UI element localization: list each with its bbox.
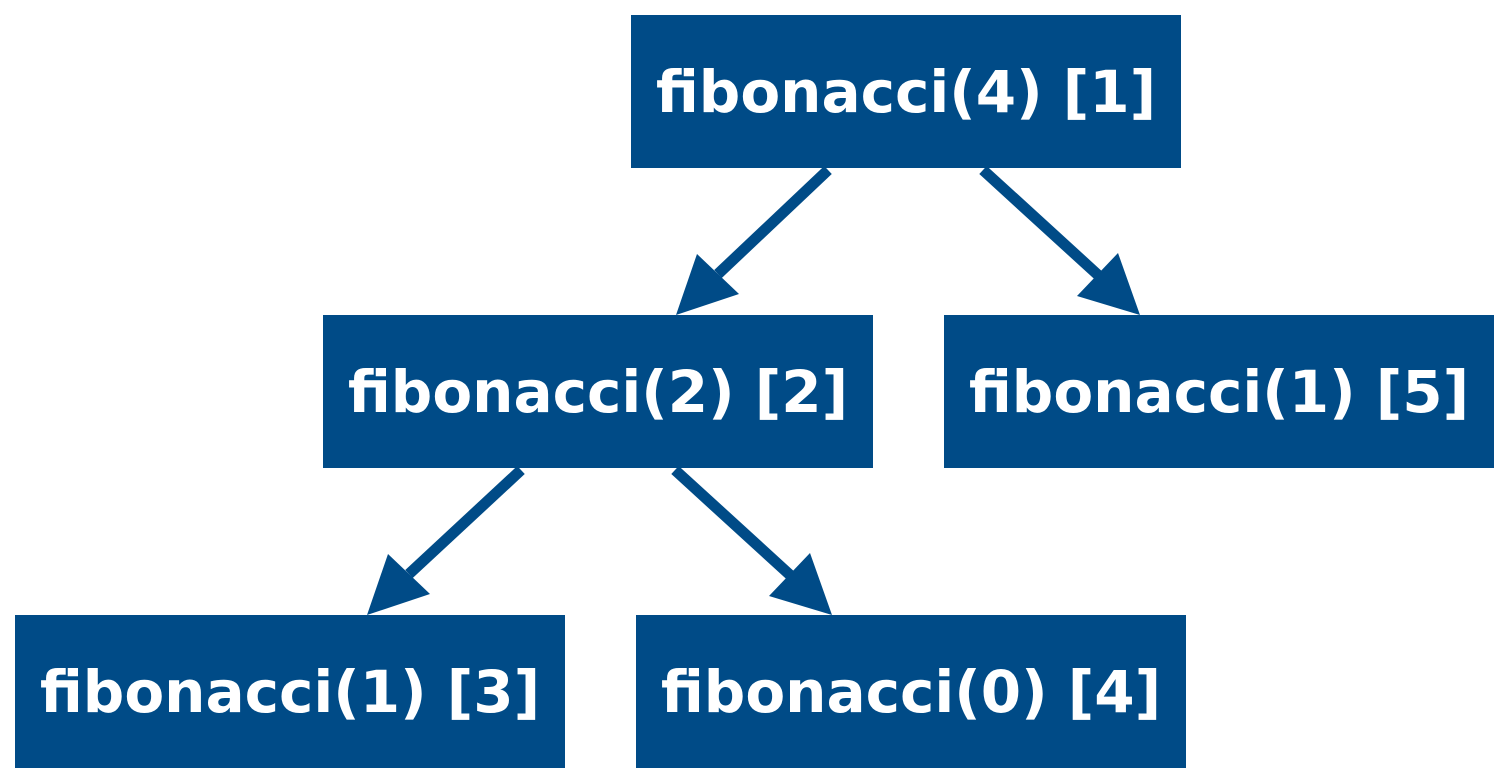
edge-line xyxy=(671,465,794,580)
edge-n2-n4 xyxy=(671,465,832,615)
edge-n2-n3 xyxy=(367,465,525,615)
node-label: fibonacci(1) [3] xyxy=(39,657,541,726)
node-fibonacci-1-right: fibonacci(1) [5] xyxy=(944,315,1494,468)
arrowhead-icon xyxy=(769,553,832,615)
node-label: fibonacci(4) [1] xyxy=(655,57,1157,126)
edge-n1-n2 xyxy=(676,166,832,315)
arrowhead-icon xyxy=(1077,253,1140,315)
node-fibonacci-2: fibonacci(2) [2] xyxy=(323,315,873,468)
node-fibonacci-1-left: fibonacci(1) [3] xyxy=(15,615,565,768)
node-fibonacci-0: fibonacci(0) [4] xyxy=(636,615,1186,768)
edge-n1-n5 xyxy=(979,165,1140,315)
node-label: fibonacci(2) [2] xyxy=(347,357,849,426)
edge-line xyxy=(979,165,1102,280)
edge-line xyxy=(714,166,832,278)
node-fibonacci-4: fibonacci(4) [1] xyxy=(631,15,1181,168)
arrowhead-icon xyxy=(676,254,739,315)
edge-line xyxy=(405,465,525,579)
arrowhead-icon xyxy=(367,554,430,615)
node-label: fibonacci(0) [4] xyxy=(660,657,1162,726)
node-label: fibonacci(1) [5] xyxy=(968,357,1470,426)
